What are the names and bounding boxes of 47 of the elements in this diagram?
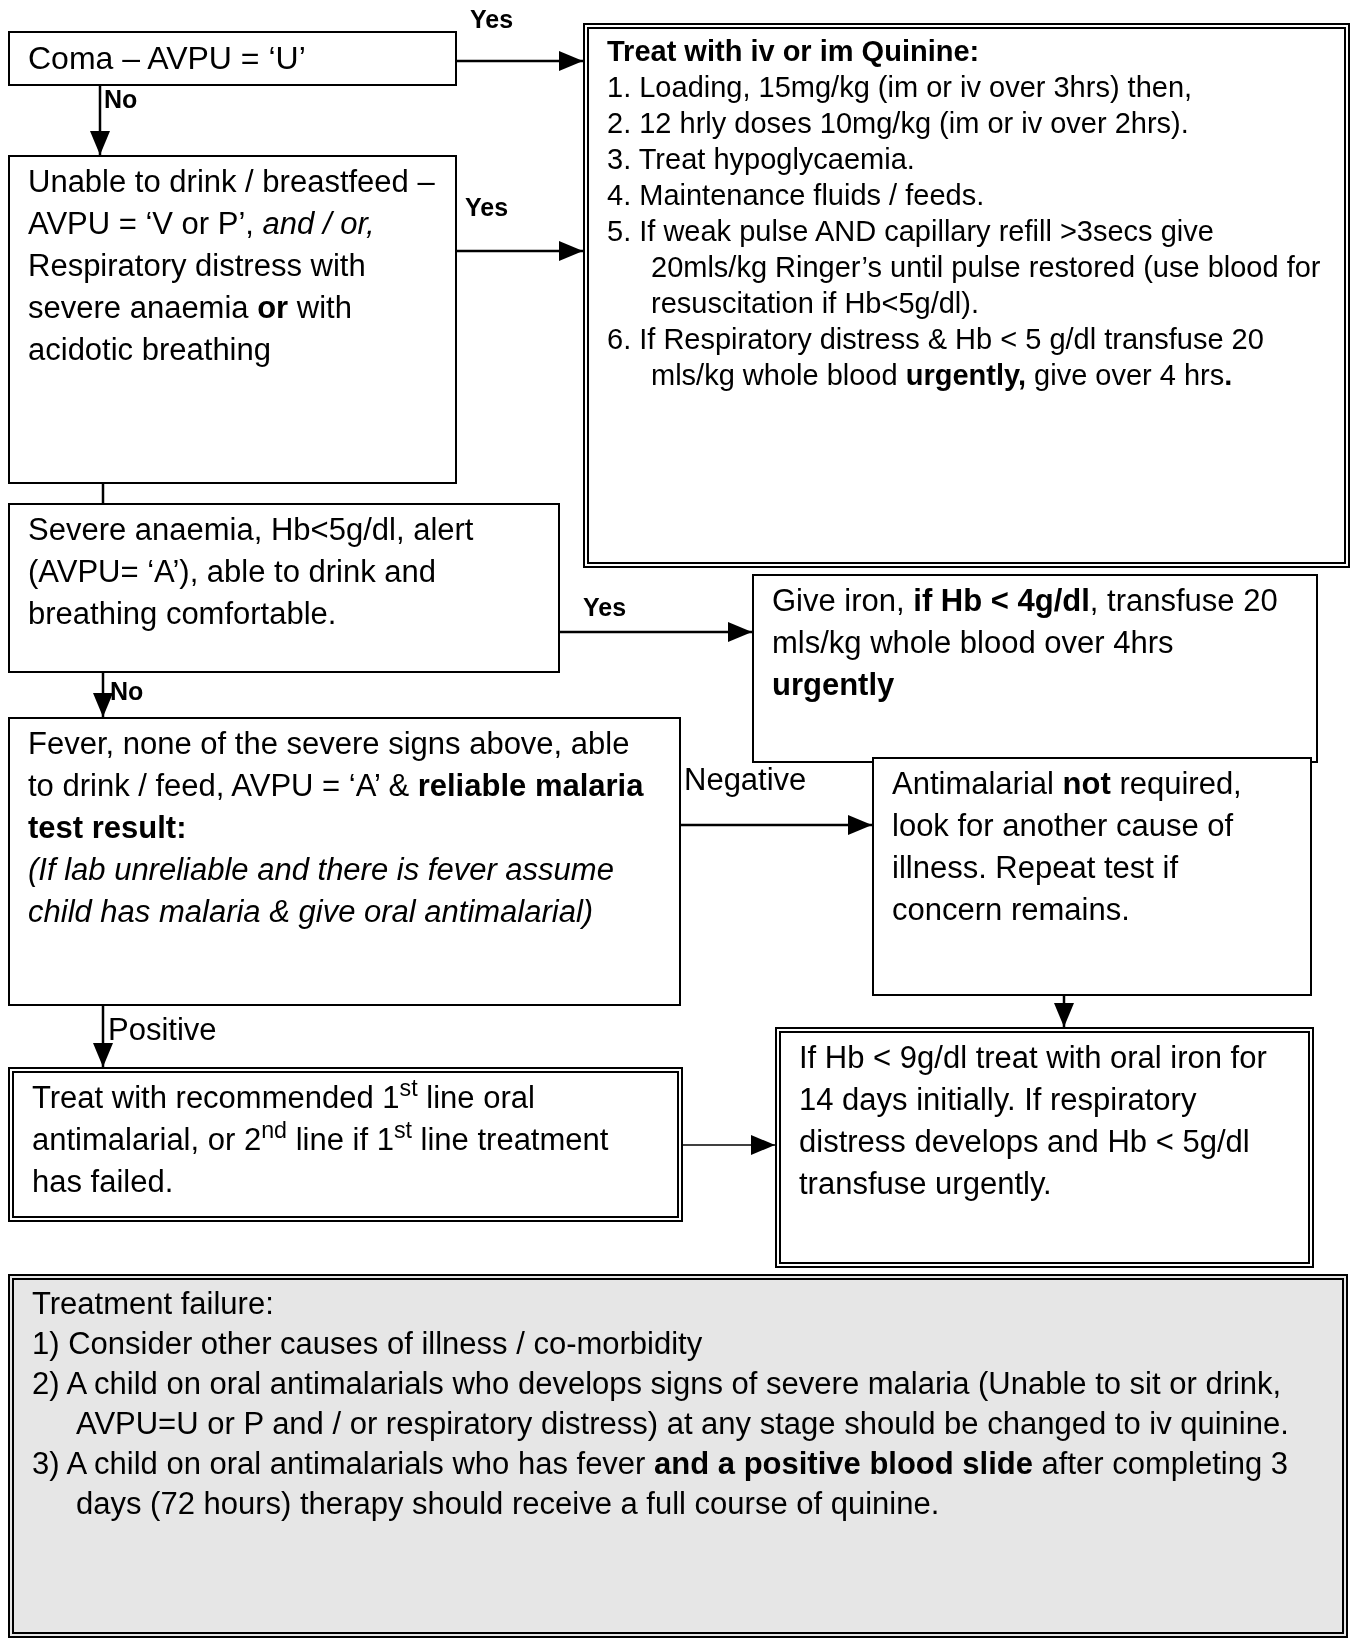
process-box — [8, 155, 457, 484]
arrow — [682, 1135, 776, 1155]
arrow — [457, 241, 583, 261]
box-text: Severe anaemia, Hb<5g/dl, alert (AVPU= ‘A’), able to drink and breathing comfortable. — [28, 511, 475, 633]
process-box — [872, 757, 1312, 996]
list-item: 3) A child on oral antimalarials who has fever and a positive blood slide after completing 3 days (72 hours) therapy should receive a full course of quinine. — [32, 1445, 1290, 1523]
arrow — [93, 673, 113, 717]
edge-label: Yes — [583, 592, 627, 622]
edge-label: Positive — [108, 1012, 217, 1048]
double-border-box — [8, 1274, 1348, 1638]
box-text: If Hb < 9g/dl treat with oral iron for 14 days initially. If respiratory distress develops and Hb < 5g/dl transfuse urgently. — [799, 1039, 1268, 1203]
list-item: 2. 12 hrly doses 10mg/kg (im or iv over 2hrs). — [607, 106, 1190, 141]
box-text: Give iron, if Hb < 4g/dl, transfuse 20 mls/kg whole blood over 4hrs urgently — [772, 582, 1279, 704]
box-text: Coma – AVPU = ‘U’ — [28, 39, 307, 78]
arrow — [93, 1006, 113, 1067]
list-item: 1. Loading, 15mg/kg (im or iv over 3hrs) then, — [607, 70, 1194, 105]
list-item: 1) Consider other causes of illness / co-morbidity — [32, 1325, 704, 1363]
double-border-box — [775, 1027, 1314, 1268]
list-item: 5. If weak pulse AND capillary refill >3secs give 20mls/kg Ringer’s until pulse restored (use blood for resuscitation if Hb<5g/dl). — [607, 214, 1322, 321]
list-item: 3. Treat hypoglycaemia. — [607, 142, 916, 177]
process-box — [752, 574, 1318, 763]
box-text: Antimalarial not required, look for another cause of illness. Repeat test if concern remains. — [892, 765, 1243, 929]
edge-label: Yes — [470, 4, 514, 34]
connector-line — [101, 484, 105, 503]
list-item: 4. Maintenance fluids / feeds. — [607, 178, 986, 213]
double-border-box — [8, 1067, 683, 1222]
box-text: Treat with recommended 1$^{st}$ line oral antimalarial, or 2$^{nd}$ line if 1$^{st}$ line treatment has failed. — [32, 1077, 610, 1201]
edge-label: No — [110, 676, 144, 706]
box-heading: Treat with iv or im Quinine: — [607, 34, 981, 69]
box-text: Unable to drink / breastfeed – AVPU = ‘V or P’, and / or, Respiratory distress with severe anaemia or with acidotic breathing — [28, 163, 436, 369]
edge-label: Yes — [465, 192, 509, 222]
edge-label: Negative — [684, 762, 807, 798]
arrow — [1054, 996, 1074, 1027]
box-text: (If lab unreliable and there is fever assume child has malaria & give oral antimalarial) — [28, 851, 615, 931]
box-heading: Treatment failure: — [32, 1285, 275, 1323]
double-border-box — [583, 23, 1350, 568]
edge-label: No — [104, 84, 138, 114]
arrow — [90, 86, 110, 155]
process-box — [8, 31, 457, 86]
list-item: 2) A child on oral antimalarials who develops signs of severe malaria (Unable to sit or drink, AVPU=U or P and / or respiratory distress) at any stage should be changed to iv quinine. — [32, 1365, 1290, 1443]
process-box — [8, 717, 681, 1006]
arrow — [681, 815, 872, 835]
arrow — [560, 622, 752, 642]
process-box — [8, 503, 560, 673]
list-item: 6. If Respiratory distress & Hb < 5 g/dl transfuse 20 mls/kg whole blood urgently, give over 4 hrs. — [607, 322, 1265, 393]
arrow — [457, 51, 583, 71]
box-text: Fever, none of the severe signs above, able to drink / feed, AVPU = ‘A’ & reliable malaria test result: — [28, 725, 645, 847]
